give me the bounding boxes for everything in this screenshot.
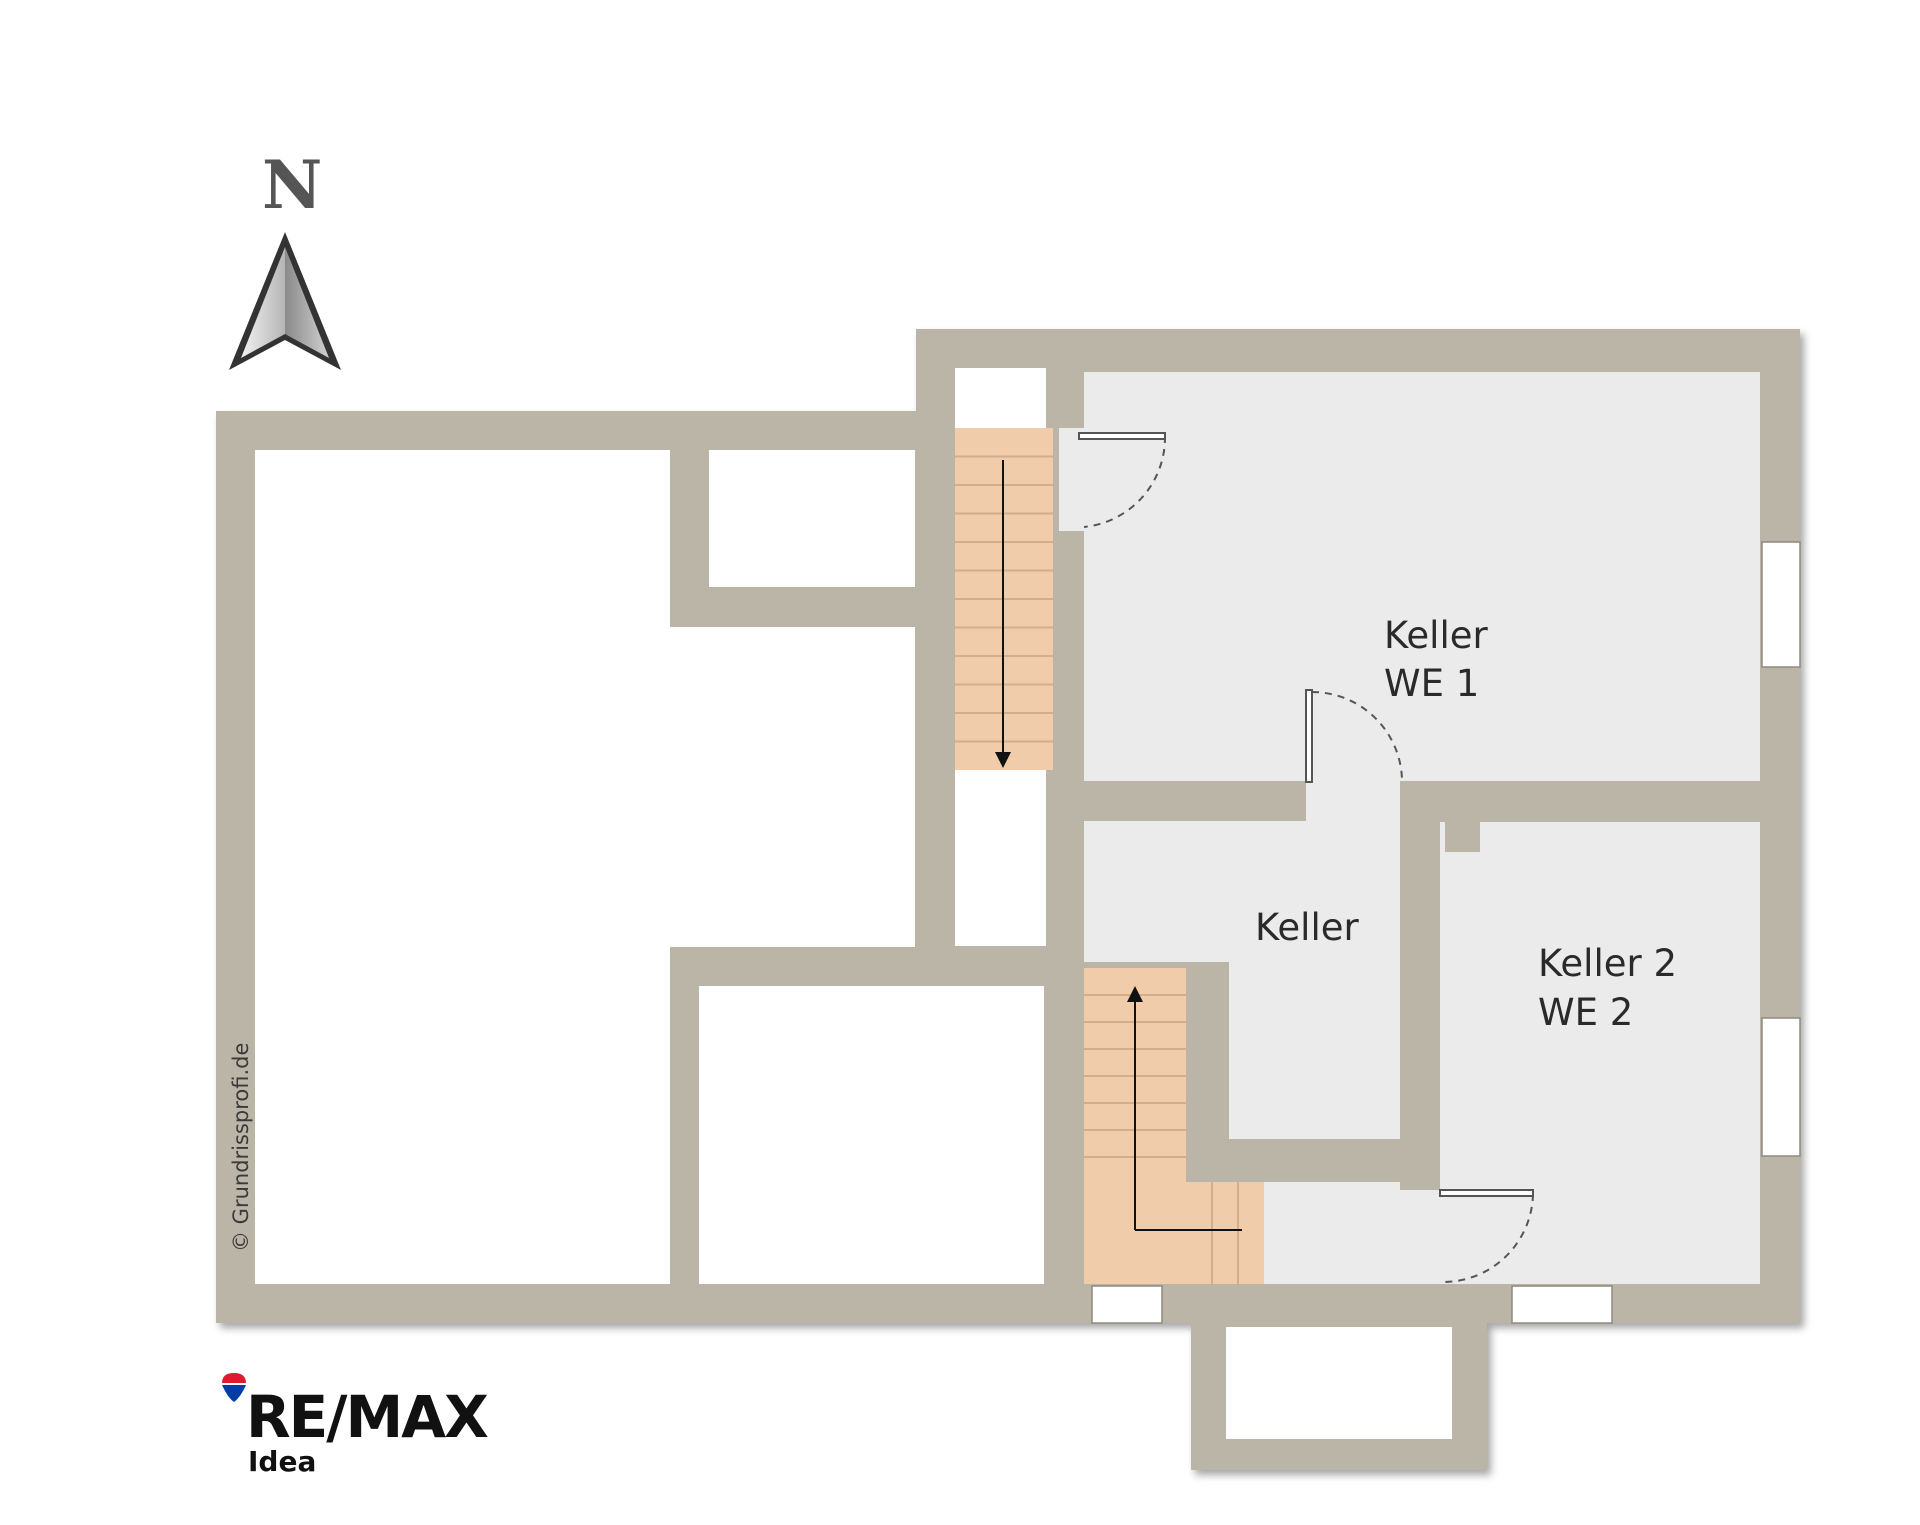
- room-keller2-we2: [1440, 822, 1760, 1284]
- wall-keller-we1-bottom: [1084, 781, 1306, 821]
- room-keller-bottom: [1264, 1182, 1405, 1284]
- stairs-upper: [955, 428, 1053, 770]
- compass: N: [229, 146, 341, 370]
- logo-name: RE/MAX: [246, 1383, 488, 1451]
- stairs-lower-landing: [1186, 1182, 1264, 1284]
- column-small: [1445, 822, 1480, 852]
- window-east-lower: [1761, 1017, 1801, 1157]
- room-lower-middle: [699, 986, 1044, 1284]
- stairs-lower: [1084, 968, 1264, 1284]
- room-small-upper: [709, 450, 915, 587]
- remax-balloon-icon: [222, 1373, 246, 1402]
- north-arrow-icon: [229, 232, 341, 370]
- room-keller-corridor-upper: [1306, 781, 1400, 821]
- wall-keller-stair-bottom: [1187, 1139, 1405, 1182]
- stairs-lower-arrow-head: [1127, 986, 1143, 1002]
- remax-logo: RE/MAX Idea: [222, 1373, 490, 1478]
- room-labels: Keller WE 1 Keller Keller 2 WE 2: [1255, 614, 1677, 1034]
- label-keller: Keller: [1255, 906, 1360, 949]
- shaft-top: [955, 368, 1046, 428]
- copyright-note: © Grundrissprofi.de: [229, 1043, 253, 1252]
- doors: [1078, 432, 1534, 1283]
- windows: [1091, 541, 1801, 1324]
- compass-letter: N: [262, 146, 322, 224]
- wall-keller2-left: [1405, 822, 1440, 1190]
- door-keller2-we2: [1439, 1189, 1534, 1283]
- room-large-left: [255, 450, 670, 1284]
- label-keller-we1-line1: Keller: [1384, 614, 1489, 657]
- room-keller2-passage: [1405, 1190, 1445, 1284]
- door-keller-we1: [1078, 432, 1167, 528]
- shaft-lower: [955, 770, 1046, 946]
- bay-inner: [1226, 1327, 1452, 1439]
- stairs-upper-arrow-head: [995, 752, 1011, 768]
- interior-walls: [1084, 781, 1760, 1190]
- door-notch-we1: [1059, 428, 1089, 531]
- room-left-middle: [670, 627, 915, 947]
- label-keller2-we2-line2: WE 2: [1538, 991, 1633, 1034]
- window-east-upper: [1761, 541, 1801, 668]
- wall-keller2-top: [1440, 781, 1760, 822]
- room-keller: [1084, 821, 1400, 962]
- room-keller-mid: [1229, 962, 1400, 1139]
- door-keller: [1305, 689, 1403, 783]
- wall-keller-stair-side: [1187, 962, 1229, 1139]
- floors: [255, 368, 1760, 1439]
- window-south-left: [1091, 1285, 1163, 1324]
- label-keller-we1-line2: WE 1: [1384, 662, 1479, 705]
- label-keller2-we2-line1: Keller 2: [1538, 942, 1677, 985]
- window-south-right: [1511, 1285, 1613, 1324]
- room-keller-we1: [1084, 372, 1760, 781]
- logo-sub: Idea: [248, 1445, 316, 1478]
